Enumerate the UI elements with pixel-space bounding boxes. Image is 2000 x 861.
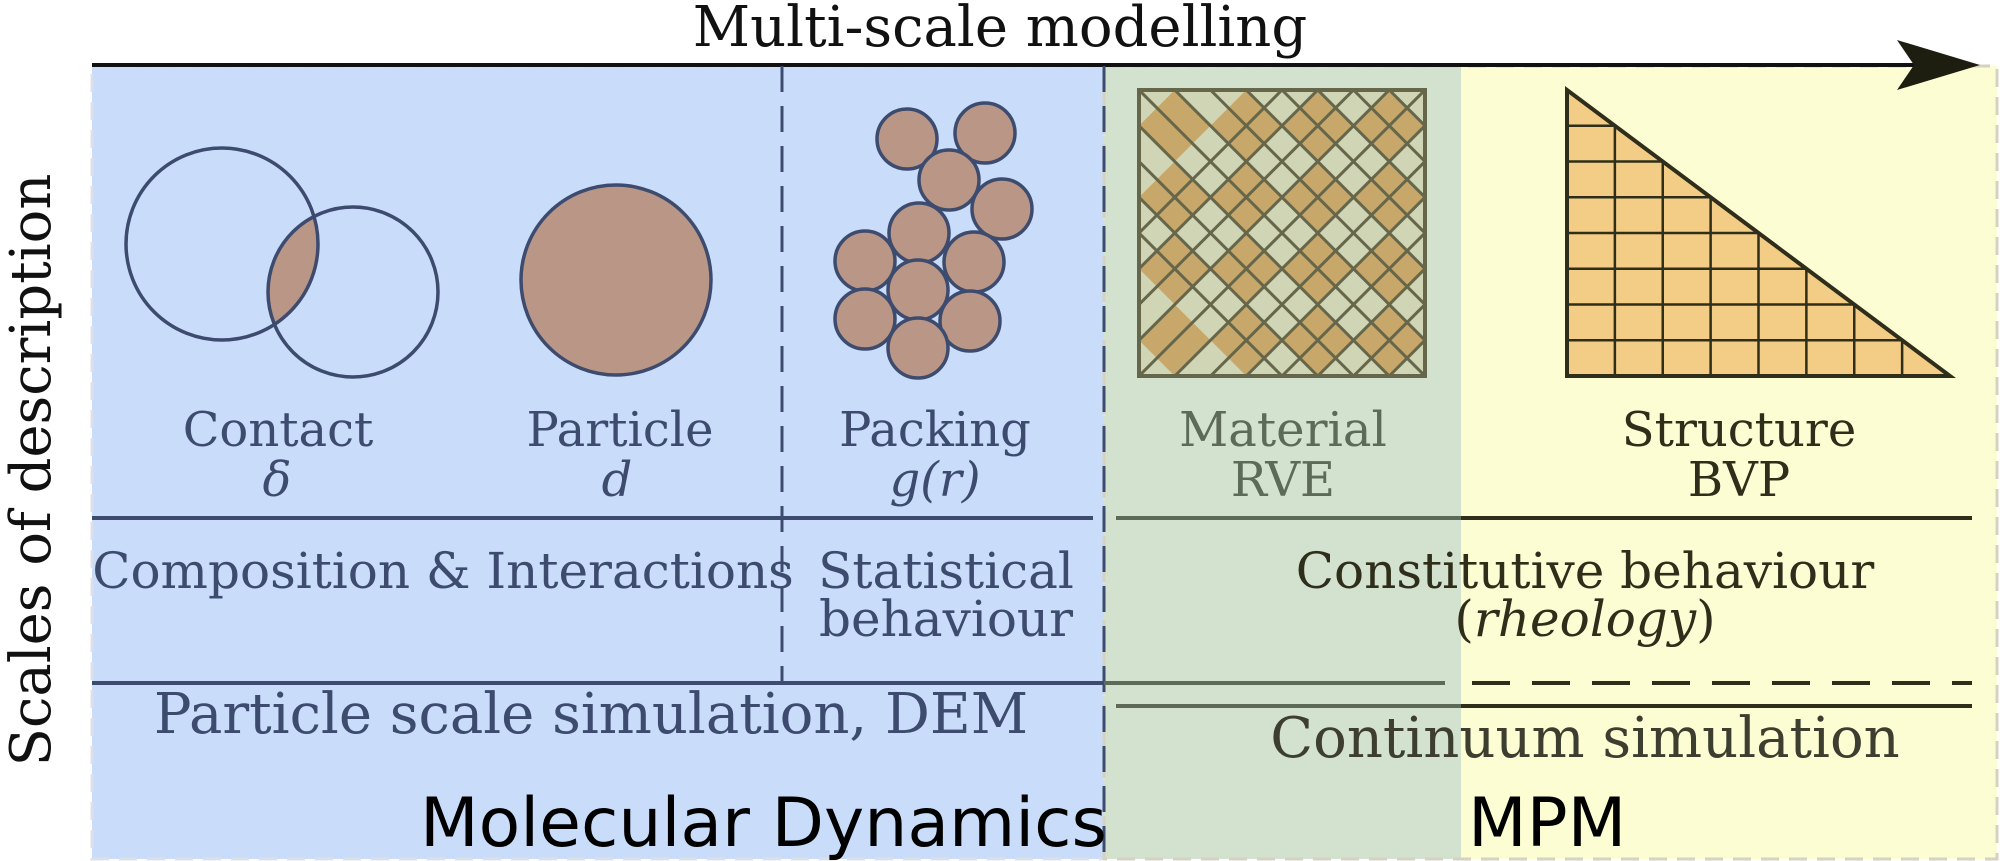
rve-grid-line — [1280, 230, 1425, 376]
molecular-dynamics-label: Molecular Dynamics — [420, 784, 1107, 861]
composition-text: Composition & Interactions — [92, 542, 794, 600]
rve-grid-line — [1316, 90, 1425, 200]
particle-icon — [519, 183, 713, 377]
structure-symbol: BVP — [1688, 452, 1790, 508]
vertical-label: Scales of description — [0, 174, 64, 767]
material-symbol: RVE — [1231, 452, 1335, 508]
rve-grid-line — [1280, 90, 1425, 236]
rve-grid-line — [1139, 90, 1425, 376]
rve-lattice-icon — [1137, 88, 1427, 378]
rve-grid-line — [1352, 90, 1425, 164]
statistical-text-line1: Statistical — [818, 542, 1074, 600]
rve-grid-line — [1245, 195, 1425, 376]
particle-simulation-text: Particle scale simulation, DEM — [154, 682, 1028, 747]
rve-grid-line — [1352, 302, 1425, 376]
continuum-simulation-text: Continuum simulation — [1270, 706, 1899, 771]
structure-mesh-icon — [1565, 86, 1957, 378]
rheology-text: (rheology) — [1454, 590, 1715, 648]
rve-grid-line — [1139, 90, 1319, 271]
particle-symbol: d — [602, 452, 633, 508]
constitutive-text: Constitutive behaviour — [1296, 542, 1875, 600]
packing-label: Packing — [839, 402, 1031, 458]
rve-grid-line — [1139, 90, 1391, 343]
rve-grid-line — [1139, 230, 1284, 376]
rve-grid-line — [1173, 123, 1425, 376]
contact-symbol: δ — [263, 452, 292, 508]
material-label: Material — [1179, 402, 1387, 458]
packing-symbol: g(r) — [889, 452, 980, 508]
mpm-label: MPM — [1468, 784, 1626, 861]
mpm-region — [1461, 66, 1997, 859]
statistical-text-line2: behaviour — [819, 590, 1073, 648]
packing-icon — [833, 101, 1034, 380]
contact-label: Contact — [183, 402, 374, 458]
structure-label: Structure — [1622, 402, 1856, 458]
rve-grid-line — [1209, 159, 1425, 376]
particle-label: Particle — [527, 402, 714, 458]
scale-arrow-head — [1897, 40, 1980, 90]
rve-grid-line — [1139, 90, 1284, 236]
rve-grid-line — [1139, 90, 1355, 307]
mpm-region-border — [1102, 64, 1999, 861]
rve-grid-line — [1316, 266, 1425, 376]
diagram-title: Multi-scale modelling — [693, 0, 1307, 60]
